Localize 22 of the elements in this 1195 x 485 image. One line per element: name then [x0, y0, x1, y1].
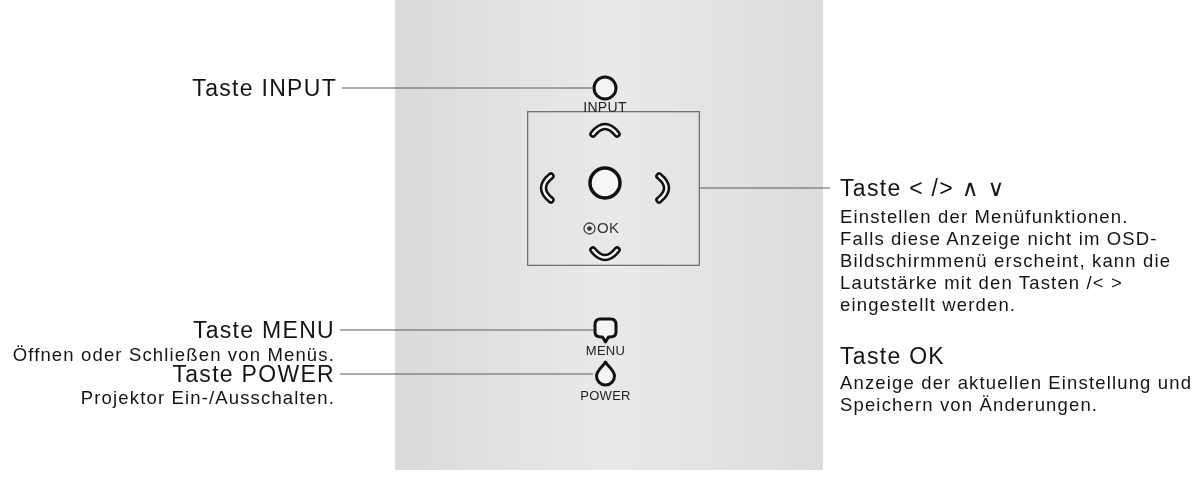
- callout-text: Falls diese Anzeige nicht im OSD-Bildschirmmenü erscheint, kann die Lautstärke mit den Tasten /< > eingestellt werden.: [840, 228, 1173, 316]
- navigation-pad-frame: [527, 111, 700, 266]
- input-button: [592, 75, 618, 101]
- button-label: MENU: [585, 343, 626, 359]
- button-label: POWER: [580, 388, 631, 404]
- callout-text: Anzeige der aktuellen Einstellung und Speichern von Änderungen.: [840, 372, 1194, 416]
- power-button: [593, 359, 618, 387]
- leader-line: [339, 373, 594, 375]
- callout-text: Einstellen der Menüfunktionen.: [840, 206, 1129, 228]
- callout-heading: Taste < /> ∧ ∨: [840, 177, 1006, 199]
- callout-heading: Taste INPUT: [192, 77, 342, 99]
- button-label: INPUT: [583, 99, 627, 115]
- leader-line: [699, 187, 831, 189]
- callout-text: Öffnen oder Schließen von Menüs.: [12, 345, 335, 364]
- callout-text: Projektor Ein-/Ausschalten.: [80, 388, 335, 407]
- leader-line: [341, 87, 593, 89]
- callout-heading: Taste MENU: [192, 319, 335, 341]
- callout-heading: Taste OK: [840, 345, 945, 367]
- menu-button: [593, 317, 618, 344]
- callout-heading: Taste POWER: [172, 363, 335, 385]
- button-label: OK: [597, 220, 620, 236]
- leader-line: [339, 329, 594, 331]
